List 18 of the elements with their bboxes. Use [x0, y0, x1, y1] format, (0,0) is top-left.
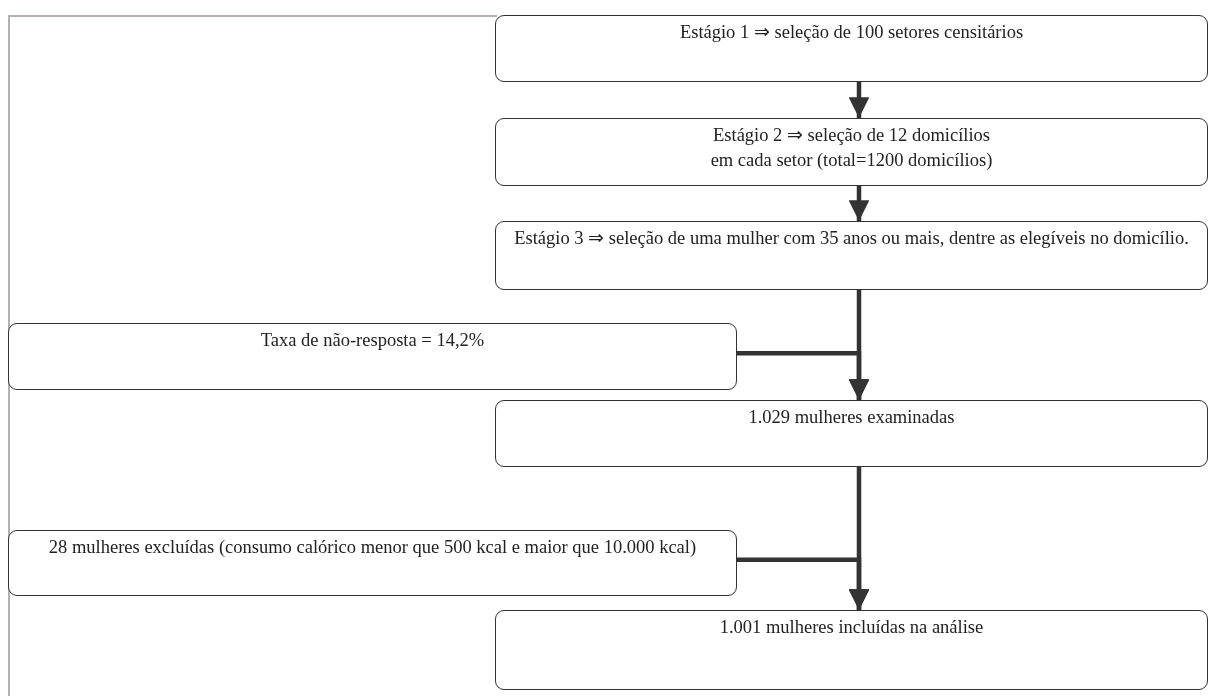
box-text: Estágio 2 ⇒ seleção de 12 domicílios em cada setor (total=1200 domicílios) [709, 124, 994, 172]
box-text: 28 mulheres excluídas (consumo calórico menor que 500 kcal e maior que 10.000 kcal) [48, 536, 697, 559]
box-text: Taxa de não-resposta = 14,2% [260, 329, 485, 352]
box-text: Estágio 1 ⇒ seleção de 100 setores censitários [679, 21, 1024, 44]
arrow [737, 557, 870, 610]
process-box [495, 610, 1208, 690]
process-box [8, 323, 737, 390]
process-box [495, 15, 1208, 82]
box-text: 1.029 mulheres examinadas [748, 406, 955, 429]
arrow [737, 350, 870, 400]
process-box [495, 118, 1208, 186]
arrow [848, 82, 870, 118]
process-box [495, 221, 1208, 290]
box-text: 1.001 mulheres incluídas na análise [719, 616, 984, 639]
arrow [848, 186, 870, 221]
process-box [8, 530, 737, 596]
box-text: Estágio 3 ⇒ seleção de uma mulher com 35 anos ou mais, dentre as elegíveis no domicílio. [514, 227, 1189, 250]
process-box [495, 400, 1208, 467]
